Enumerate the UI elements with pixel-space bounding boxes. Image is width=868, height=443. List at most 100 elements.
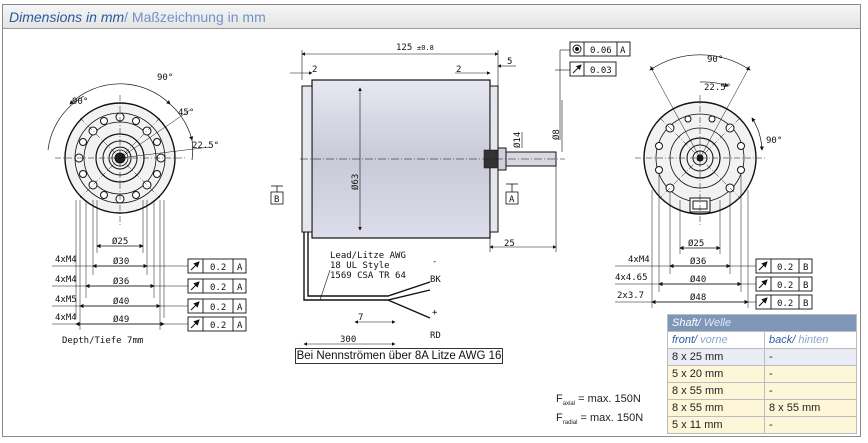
gdt-top-datum: A bbox=[620, 46, 626, 56]
dim-shaft-offset: 5 bbox=[507, 57, 512, 67]
side-view bbox=[270, 49, 570, 346]
front-thread-3: 4xM5 bbox=[55, 295, 77, 305]
front-angle-22-5: 22.5° bbox=[192, 141, 219, 151]
rear-dia-40: Ø40 bbox=[690, 274, 706, 285]
force-radial-symbol: F bbox=[556, 412, 563, 425]
front-dia-30: Ø30 bbox=[113, 256, 129, 267]
front-datum-1: A bbox=[237, 263, 243, 273]
table-row: 8 x 25 mm- bbox=[667, 348, 857, 366]
force-radial-value: = max. 150N bbox=[580, 412, 644, 425]
dim-shaft-len: 25 bbox=[504, 239, 515, 249]
cell-front: 8 x 55 mm bbox=[667, 382, 765, 400]
datum-b-label: B bbox=[274, 195, 279, 205]
front-view bbox=[47, 83, 211, 330]
table-row: 5 x 11 mm- bbox=[667, 416, 857, 434]
cell-front: 8 x 55 mm bbox=[667, 399, 765, 417]
rear-angle-90a: 90° bbox=[707, 55, 723, 65]
front-view-labels: 90° 90° 45° 22.5° 4xM4 4xM4 4xM5 4xM4 Ø2… bbox=[55, 73, 219, 325]
lead-note-2: 18 UL Style bbox=[330, 261, 390, 271]
force-axial-sub: axial bbox=[562, 401, 576, 408]
cell-front: 5 x 11 mm bbox=[667, 416, 765, 434]
force-axial: Faxial = max. 150N bbox=[556, 392, 643, 411]
rear-angle-22-5: 22.5° bbox=[704, 83, 731, 93]
table-row: 5 x 20 mm- bbox=[667, 365, 857, 383]
front-thread-1: 4xM4 bbox=[55, 255, 77, 265]
shaft-table-title-row: Shaft/ Welle bbox=[667, 314, 857, 332]
rear-angle-90b: 90° bbox=[766, 136, 782, 146]
dim-lead-7: 7 bbox=[358, 313, 363, 323]
col-back-en: back/ bbox=[769, 333, 796, 346]
front-dia-36: Ø36 bbox=[113, 276, 129, 287]
force-limits: Faxial = max. 150N Fradial = max. 150N bbox=[556, 392, 643, 430]
wire-plus: + bbox=[432, 308, 438, 318]
wire-rd: RD bbox=[430, 331, 441, 341]
force-radial-sub: radial bbox=[562, 420, 578, 427]
front-datum-3: A bbox=[237, 303, 243, 313]
force-radial: Fradial = max. 150N bbox=[556, 411, 643, 430]
rear-view bbox=[615, 54, 765, 308]
front-angle-90b: 90° bbox=[72, 97, 88, 107]
cell-front: 5 x 20 mm bbox=[667, 365, 765, 383]
dim-offset-left: 2 bbox=[312, 65, 317, 75]
lead-note-3: 1569 CSA TR 64 bbox=[330, 271, 406, 281]
rear-dia-36: Ø36 bbox=[690, 256, 706, 267]
front-tol-2: 0.2 bbox=[210, 283, 226, 293]
front-tol-3: 0.2 bbox=[210, 303, 226, 313]
rear-thread-1: 4xM4 bbox=[628, 255, 650, 265]
rear-dia-25: Ø25 bbox=[688, 238, 704, 249]
title-english: Dimensions in mm bbox=[9, 9, 125, 25]
front-dia-25: Ø25 bbox=[112, 236, 128, 247]
col-front-en: front/ bbox=[672, 333, 698, 346]
wire-minus: - bbox=[432, 257, 437, 267]
rear-dia-48: Ø48 bbox=[690, 292, 706, 303]
front-tol-1: 0.2 bbox=[210, 263, 226, 273]
awg-caption: Bei Nennströmen über 8A Litze AWG 16 bbox=[295, 348, 503, 364]
shaft-title-de: Welle bbox=[700, 316, 732, 329]
wire-bk: BK bbox=[430, 275, 441, 285]
col-front-de: vorne bbox=[697, 333, 728, 346]
cell-back: - bbox=[764, 382, 857, 400]
cell-back: - bbox=[764, 348, 857, 366]
side-gdt bbox=[569, 41, 631, 77]
dim-offset-right: 2 bbox=[456, 65, 461, 75]
front-thread-4: 4xM4 bbox=[55, 313, 77, 323]
cell-back: - bbox=[764, 365, 857, 383]
cell-back: - bbox=[764, 416, 857, 434]
force-axial-value: = max. 150N bbox=[578, 393, 641, 405]
dim-flange-dia: Ø14 bbox=[512, 132, 523, 148]
rear-tol-3: 0.2 bbox=[777, 299, 793, 309]
side-view-labels: 125 ±0.8 2 2 5 25 Ø63 Ø14 Ø8 B A Lead/Li… bbox=[274, 43, 562, 345]
title: Dimensions in mm/ Maßzeichnung in mm bbox=[9, 9, 266, 25]
rear-datum-3: B bbox=[803, 299, 808, 309]
front-dia-40: Ø40 bbox=[113, 296, 129, 307]
front-datum-4: A bbox=[237, 321, 243, 331]
front-gdt-frames: 0.2 0.2 0.2 0.2 A A A A bbox=[187, 258, 247, 332]
dim-length: 125 bbox=[396, 43, 412, 53]
title-bar: Dimensions in mm/ Maßzeichnung in mm bbox=[3, 5, 860, 29]
drawing-frame: Dimensions in mm/ Maßzeichnung in mm bbox=[2, 4, 861, 437]
cell-front: 8 x 25 mm bbox=[667, 348, 765, 366]
datum-a-label: A bbox=[509, 195, 515, 205]
shaft-table-header: front/ vorne back/ hinten bbox=[667, 331, 857, 349]
shaft-table: Shaft/ Welle front/ vorne back/ hinten 8… bbox=[667, 314, 857, 434]
lead-note-1: Lead/Litze AWG bbox=[330, 251, 406, 261]
dim-body-dia: Ø63 bbox=[350, 174, 361, 190]
rear-datum-1: B bbox=[803, 263, 808, 273]
dim-lead-300: 300 bbox=[340, 335, 356, 345]
shaft-table-title: Shaft/ Welle bbox=[667, 314, 857, 332]
front-dia-49: Ø49 bbox=[113, 314, 129, 325]
cell-back: 8 x 55 mm bbox=[764, 399, 857, 417]
rear-gdt-frames: 0.2 0.2 0.2 B B B bbox=[755, 258, 813, 310]
rear-tol-1: 0.2 bbox=[777, 263, 793, 273]
front-tol-4: 0.2 bbox=[210, 321, 226, 331]
rear-thread-2: 4x4.65 bbox=[615, 273, 648, 283]
depth-note: Depth/Tiefe 7mm bbox=[62, 336, 144, 346]
force-axial-symbol: F bbox=[556, 393, 563, 405]
col-front: front/ vorne bbox=[667, 331, 765, 349]
col-back-de: hinten bbox=[795, 333, 829, 346]
title-german: / Maßzeichnung in mm bbox=[124, 9, 266, 25]
gdt-runout-value: 0.03 bbox=[590, 66, 612, 76]
rear-thread-3: 2x3.7 bbox=[617, 291, 644, 301]
rear-view-labels: 90° 22.5° 90° 4xM4 4x4.65 2x3.7 Ø25 Ø36 … bbox=[615, 55, 782, 303]
